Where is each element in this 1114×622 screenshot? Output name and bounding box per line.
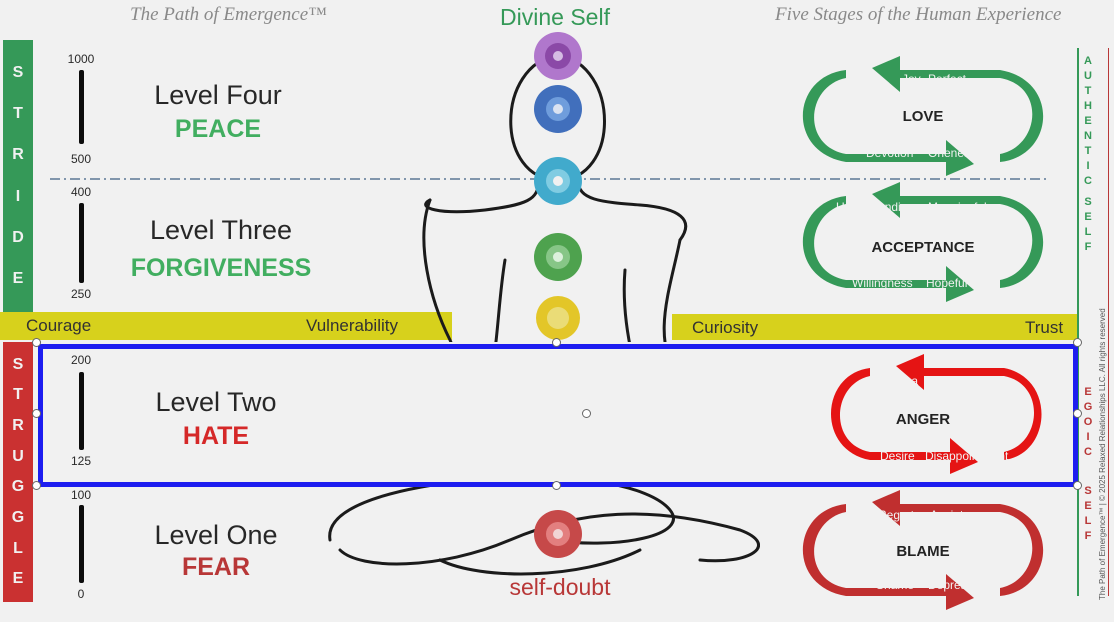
left-header-title: The Path of Emergence™ — [130, 4, 327, 25]
scale-top-value: 200 — [70, 353, 92, 367]
cycle-word: Drama — [882, 374, 919, 388]
stride-letter: D — [12, 228, 24, 246]
resize-handle-bottom-right[interactable] — [1073, 481, 1082, 490]
authentic-self-vertical-label: A U T H E N T I C S E L F — [1084, 55, 1092, 253]
blame-cycle-arrow — [802, 490, 1044, 610]
level-name: PEACE — [174, 115, 262, 143]
cycle-word: Joy — [902, 72, 921, 86]
cycle-center-label: ANGER — [895, 411, 951, 428]
cycle-word: Hopeful — [926, 276, 968, 290]
scale-bar — [79, 372, 84, 450]
cycle-word: Meaningful — [928, 200, 987, 214]
chakra-column — [534, 32, 582, 558]
curiosity-label: Curiosity — [692, 318, 759, 337]
trust-label: Trust — [1025, 318, 1064, 337]
scale-top-value: 400 — [70, 185, 92, 199]
scale-bar — [79, 70, 84, 144]
cycle-center-label: LOVE — [902, 108, 944, 125]
stride-letter: R — [12, 146, 24, 164]
solar-plexus-chakra-icon — [536, 296, 580, 340]
center-header-title: Divine Self — [500, 4, 610, 30]
cycle-word: Shame — [876, 578, 915, 592]
anger-cycle-arrow — [830, 354, 1042, 474]
selection-frame[interactable] — [38, 344, 1078, 487]
acceptance-cycle-arrow — [802, 182, 1044, 302]
level-name: FORGIVENESS — [130, 254, 312, 282]
resize-handle-top[interactable] — [552, 338, 561, 347]
crown-chakra-icon — [534, 32, 582, 80]
cycle-center-label: BLAME — [896, 543, 950, 560]
struggle-sidebar: S T R U G G L E — [3, 342, 33, 602]
struggle-letter: S — [12, 355, 24, 373]
rotation-handle[interactable] — [582, 409, 591, 418]
struggle-letter: G — [11, 478, 25, 496]
right-yellow-band — [672, 314, 1078, 340]
egoic-self-vertical-label: E G O I C S E L F — [1083, 386, 1093, 542]
cycle-word: Willingness — [852, 276, 913, 290]
scale-bar — [79, 505, 84, 583]
cycle-word: Regret — [878, 508, 915, 522]
copyright-text: The Path of Emergence™ | © 2025 Relaxed … — [1098, 308, 1107, 600]
stride-letter: S — [12, 64, 24, 82]
level-name: HATE — [182, 422, 250, 450]
love-cycle-arrow — [802, 56, 1044, 176]
right-border-line — [1077, 48, 1079, 596]
vulnerability-label: Vulnerability — [306, 316, 398, 335]
struggle-letter: L — [13, 539, 23, 557]
level-name: FEAR — [181, 553, 251, 581]
struggle-letter: G — [11, 508, 25, 526]
throat-chakra-icon — [534, 157, 582, 205]
stride-letter: T — [13, 105, 23, 123]
cycle-word: Perfect — [928, 72, 967, 86]
scale-bottom-value: 0 — [77, 587, 85, 601]
scale-bottom-value: 125 — [70, 454, 92, 468]
cycle-word: Anxiety — [930, 508, 970, 522]
resize-handle-top-left[interactable] — [32, 338, 41, 347]
resize-handle-left[interactable] — [32, 409, 41, 418]
struggle-letter: E — [12, 570, 24, 588]
resize-handle-top-right[interactable] — [1073, 338, 1082, 347]
stride-letter: I — [15, 187, 21, 205]
cycle-word: Demanding — [930, 374, 992, 388]
resize-handle-bottom[interactable] — [552, 481, 561, 490]
scale-top-value: 1000 — [67, 52, 95, 66]
level-title: Level Two — [155, 387, 277, 417]
cycle-word: Desire — [880, 449, 915, 463]
level-title: Level Three — [149, 215, 293, 245]
cycle-center-label: ACCEPTANCE — [871, 239, 975, 256]
cycle-word: Oneness — [928, 146, 977, 160]
cycle-word: Depression — [928, 578, 989, 592]
courage-label: Courage — [26, 316, 92, 335]
stride-letter: E — [12, 269, 24, 287]
right-header-title: Five Stages of the Human Experience — [775, 4, 1062, 25]
self-doubt-label: self-doubt — [509, 574, 611, 600]
struggle-letter: R — [12, 416, 24, 434]
level-title: Level One — [154, 520, 278, 550]
scale-bottom-value: 250 — [70, 287, 92, 301]
stride-sidebar: S T R I D E — [3, 40, 33, 312]
scale-bar — [79, 203, 84, 283]
left-yellow-band — [0, 312, 452, 340]
heart-chakra-icon — [534, 233, 582, 281]
right-border-line — [1108, 48, 1109, 596]
struggle-letter: U — [12, 447, 24, 465]
resize-handle-bottom-left[interactable] — [32, 481, 41, 490]
cycle-word: Understanding — [836, 200, 915, 214]
resize-handle-right[interactable] — [1073, 409, 1082, 418]
struggle-letter: T — [13, 386, 23, 404]
cycle-word: Devotion — [866, 146, 914, 160]
level-title: Level Four — [154, 80, 282, 110]
scale-top-value: 100 — [70, 488, 92, 502]
scale-bottom-value: 500 — [70, 152, 92, 166]
third-eye-chakra-icon — [534, 85, 582, 133]
root-chakra-icon — [534, 510, 582, 558]
cycle-word: Disappointment — [925, 449, 1009, 463]
